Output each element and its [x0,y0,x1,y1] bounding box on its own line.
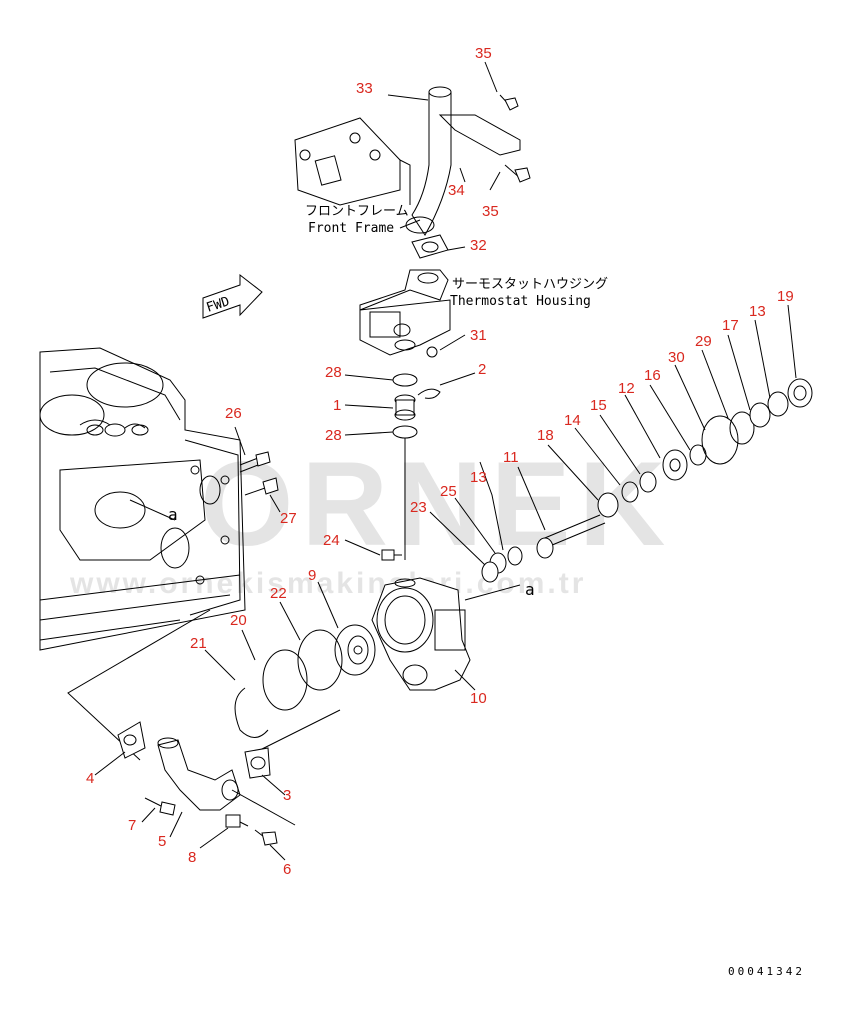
front-frame [294,117,411,206]
leader-lines [94,61,797,861]
part-label: 35 [482,203,499,220]
part-label: 5 [158,833,166,850]
part-label: 23 [410,499,427,516]
part-label: 13 [749,303,766,320]
part-label: 24 [323,532,340,549]
part-numbers: 35 33 34 35 32 31 28 2 1 28 26 27 24 23 … [86,45,794,878]
part-label: 3 [283,787,291,804]
part-label: 32 [470,237,487,254]
watermark-logo: ORNEK [200,437,673,571]
bracket [438,94,531,183]
impeller [334,624,376,676]
bolt-6 [254,829,278,846]
part-label: 22 [270,585,287,602]
gasket-3 [244,747,271,779]
part-label: 21 [190,635,207,652]
engine-block [39,347,246,651]
part-label: 31 [470,327,487,344]
part-label: 7 [128,817,136,834]
snap-ring-21 [234,687,269,738]
ref-a-left: a [168,505,178,524]
part-label: 15 [590,397,607,414]
ref-a-right: a [525,580,535,599]
part-label: 16 [644,367,661,384]
fwd-arrow: FWD [202,273,263,319]
part-label: 26 [225,405,242,422]
fwd-label: FWD [205,294,232,316]
part-label: 1 [333,397,341,414]
clip [417,388,441,399]
bolt-27 [244,477,279,496]
watermark: ORNEK www.ornekismakinalari.com.tr [69,437,673,600]
part-label: 19 [777,288,794,305]
gasket-32 [411,234,449,259]
part-label: 6 [283,861,291,878]
part-label: 25 [440,483,457,500]
part-label: 27 [280,510,297,527]
part-label: 28 [325,427,342,444]
part-label: 8 [188,849,196,866]
elbow-pipe [157,737,241,811]
part-label: 18 [537,427,554,444]
thermostat [394,394,416,421]
part-label: 33 [356,80,373,97]
document-number: 00041342 [728,965,805,978]
front-frame-en: Front Frame [308,221,394,236]
gasket-4 [117,721,146,759]
water-pipe [405,86,452,236]
part-label: 11 [503,449,519,466]
part-label: 35 [475,45,492,62]
plug-24 [381,549,402,561]
part-label: 12 [618,380,635,397]
o-ring-upper [392,373,418,387]
watermark-url: www.ornekismakinalari.com.tr [69,567,586,600]
part-label: 28 [325,364,342,381]
bolt-7 [144,797,176,816]
part-label: 10 [470,690,487,707]
part-label: 20 [230,612,247,629]
part-label: 30 [668,349,685,366]
fitting-8 [225,814,249,828]
part-label: 34 [448,182,465,199]
o-ring-20 [262,649,308,711]
o-ring-22 [297,629,343,691]
water-pump-body [371,577,471,691]
part-label: 14 [564,412,581,429]
bolt-26 [239,451,271,473]
thermostat-housing [359,269,451,356]
part-label: 29 [695,333,712,350]
part-label: 4 [86,770,94,787]
thermostat-jp: サーモスタットハウジング [452,277,608,292]
thermostat-en: Thermostat Housing [450,294,591,309]
part-label: 2 [478,361,486,378]
part-label: 17 [722,317,739,334]
part-label: 13 [470,469,487,486]
part-label: 9 [308,567,316,584]
front-frame-jp: フロントフレーム [305,204,409,219]
shaft-assembly [481,378,813,583]
